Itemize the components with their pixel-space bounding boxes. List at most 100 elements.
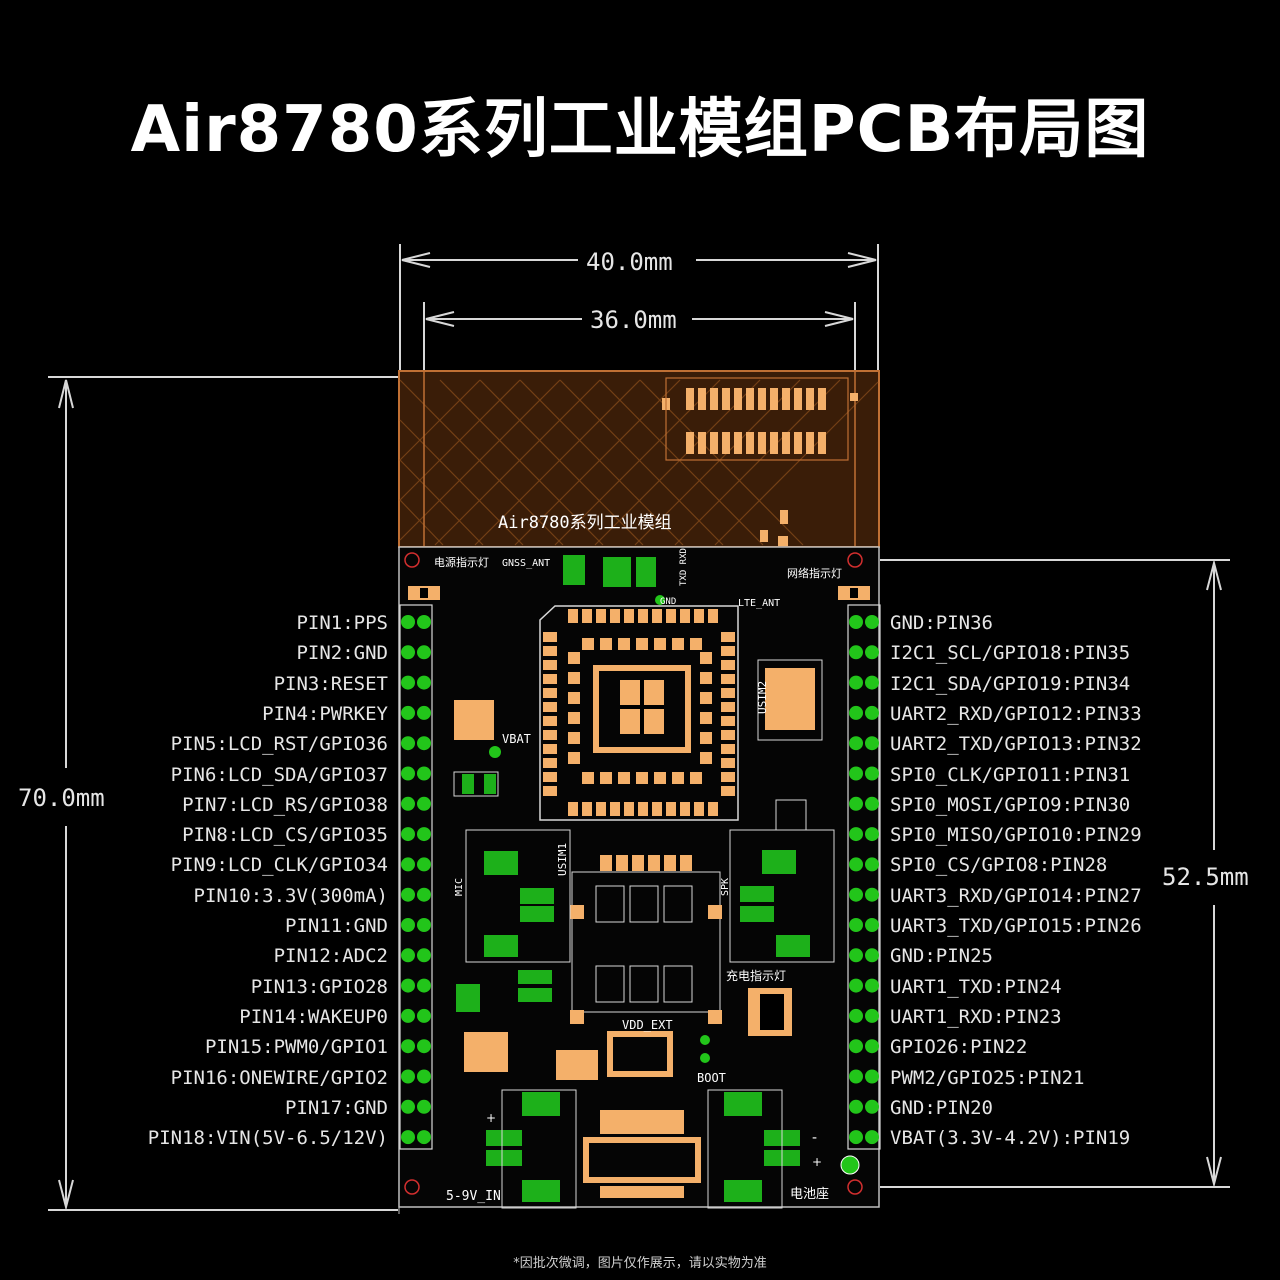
left-pin-label: PIN18:VIN(5V-6.5/12V) bbox=[147, 1127, 388, 1150]
pin-pad bbox=[865, 887, 879, 902]
mount-hole bbox=[847, 552, 863, 568]
right-pin-label: GND:PIN36 bbox=[890, 612, 993, 634]
pin-pad bbox=[865, 796, 879, 811]
core-pad bbox=[721, 702, 735, 712]
right-pin-label: PWM2/GPIO25:PIN21 bbox=[890, 1066, 1085, 1089]
right-pin-label: VBAT(3.3V-4.2V):PIN19 bbox=[890, 1127, 1131, 1150]
core-pad bbox=[690, 638, 702, 650]
core-pad bbox=[672, 638, 684, 650]
label-minus-battery: - bbox=[812, 1130, 817, 1146]
core-pad bbox=[568, 652, 580, 664]
left-pin-label: PIN15:PWM0/GPIO1 bbox=[204, 1036, 388, 1059]
core-pad bbox=[654, 638, 666, 650]
core-pad bbox=[618, 638, 630, 650]
silk-outlines bbox=[453, 771, 835, 1209]
label-mic: MIC bbox=[454, 878, 465, 896]
label-vdd-ext: VDD_EXT bbox=[622, 1018, 673, 1032]
usim2-holder bbox=[757, 659, 823, 741]
green-components bbox=[456, 555, 810, 1202]
core-pad bbox=[636, 638, 648, 650]
pin-pad bbox=[865, 1069, 879, 1084]
pin-pad bbox=[401, 948, 415, 963]
label-charge-led: 充电指示灯 bbox=[726, 968, 786, 983]
core-pad bbox=[543, 730, 557, 740]
right-pin-label: UART3_TXD/GPIO15:PIN26 bbox=[890, 915, 1142, 937]
core-pad bbox=[721, 632, 735, 642]
core-pad bbox=[721, 786, 735, 796]
core-pad bbox=[624, 609, 634, 623]
core-pad bbox=[610, 609, 620, 623]
right-pin-label: UART3_RXD/GPIO14:PIN27 bbox=[890, 884, 1142, 907]
pin-pad bbox=[417, 1039, 431, 1054]
core-pad bbox=[582, 638, 594, 650]
pin-pad bbox=[417, 1008, 431, 1023]
pin-pad bbox=[849, 1039, 863, 1054]
core-pad bbox=[672, 772, 684, 784]
pin-header-right bbox=[847, 604, 881, 1150]
label-vbat: VBAT bbox=[502, 732, 531, 746]
core-pad bbox=[636, 772, 648, 784]
pin-header-left bbox=[399, 604, 433, 1150]
pin-pad bbox=[865, 736, 879, 751]
pin-pad bbox=[849, 1069, 863, 1084]
label-input: 5-9V_IN bbox=[446, 1189, 501, 1204]
label-battery: 电池座 bbox=[790, 1187, 829, 1202]
pin-pad bbox=[849, 766, 863, 781]
core-pad bbox=[568, 609, 578, 623]
pin-pad bbox=[849, 736, 863, 751]
core-pad bbox=[543, 744, 557, 754]
core-pad bbox=[600, 638, 612, 650]
pin-pad bbox=[401, 918, 415, 932]
pin-pad bbox=[417, 1130, 431, 1145]
core-pad bbox=[543, 786, 557, 796]
label-net-led: 网络指示灯 bbox=[787, 566, 842, 580]
core-pad bbox=[721, 744, 735, 754]
pin-pad bbox=[849, 615, 863, 629]
core-pad bbox=[638, 802, 648, 816]
right-pin-label: GPIO26:PIN22 bbox=[890, 1036, 1028, 1059]
footnote: *因批次微调，图片仅作展示，请以实物为准 bbox=[513, 1256, 767, 1271]
pin-pad bbox=[417, 918, 431, 932]
left-pin-label: PIN4:PWRKEY bbox=[262, 702, 388, 725]
pin-pad bbox=[401, 978, 415, 993]
pin-pad bbox=[865, 1039, 879, 1054]
dimension-lines bbox=[48, 244, 1230, 1211]
core-pad bbox=[708, 802, 718, 816]
pin-pad bbox=[865, 1008, 879, 1023]
core-pad bbox=[700, 732, 712, 744]
core-pad bbox=[596, 609, 606, 623]
left-pin-label: PIN11:GND bbox=[285, 915, 388, 937]
core-pad bbox=[700, 672, 712, 684]
core-pad bbox=[721, 688, 735, 698]
pin-pad bbox=[401, 615, 415, 629]
page-title: Air8780系列工业模组PCB布局图 bbox=[130, 93, 1150, 167]
pin-pad bbox=[865, 857, 879, 872]
pin-pad bbox=[865, 766, 879, 781]
core-pad bbox=[700, 752, 712, 764]
pin-pad bbox=[401, 1039, 415, 1054]
right-pin-label: UART1_TXD:PIN24 bbox=[890, 975, 1062, 998]
pin-pad bbox=[401, 675, 415, 690]
pin-pad bbox=[417, 675, 431, 690]
pin-pad bbox=[401, 1008, 415, 1023]
pin-pad bbox=[401, 705, 415, 720]
core-pad bbox=[652, 609, 662, 623]
core-pad bbox=[543, 688, 557, 698]
core-pad bbox=[543, 716, 557, 726]
pin-pad bbox=[401, 827, 415, 842]
pin-pad bbox=[865, 675, 879, 690]
pin-pad bbox=[849, 827, 863, 842]
left-pin-label: PIN13:GPIO28 bbox=[250, 975, 388, 998]
pin-pad bbox=[401, 1099, 415, 1114]
pin-pad bbox=[865, 645, 879, 660]
label-gnss-ant: GNSS_ANT bbox=[502, 558, 550, 569]
core-pad bbox=[721, 660, 735, 670]
core-pad bbox=[582, 802, 592, 816]
right-pin-label: I2C1_SDA/GPIO19:PIN34 bbox=[890, 672, 1131, 695]
pin-pad bbox=[401, 645, 415, 660]
core-pad bbox=[543, 646, 557, 656]
dimension-height-total: 70.0mm bbox=[18, 784, 105, 812]
pin-pad bbox=[401, 1069, 415, 1084]
right-pin-label: UART1_RXD:PIN23 bbox=[890, 1005, 1062, 1028]
